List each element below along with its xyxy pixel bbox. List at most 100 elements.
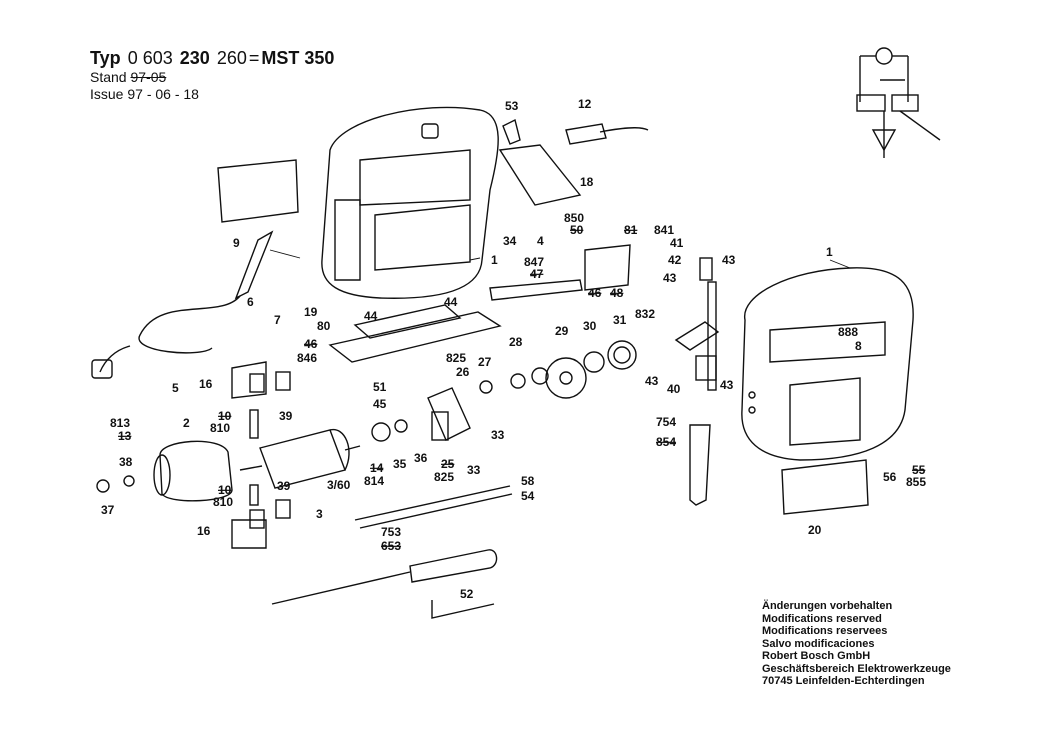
- label-50: 50: [570, 223, 584, 237]
- stand-label: Stand: [90, 69, 127, 85]
- label-39-b: 39: [277, 479, 291, 493]
- guide-roller: [584, 244, 631, 291]
- division-name: Geschäftsbereich Elektrowerkzeuge: [762, 662, 951, 675]
- notice-line: Modifications reserved: [762, 612, 882, 625]
- label-888: 888: [838, 325, 858, 339]
- label-832: 832: [635, 307, 655, 321]
- label-653: 653: [381, 539, 401, 553]
- label-16-b: 16: [197, 524, 211, 538]
- label-55: 55: [912, 463, 926, 477]
- label-81: 81: [624, 223, 638, 237]
- label-850: 850: [564, 211, 584, 225]
- type-title: Typ 0 603 230 260=MST 350: [90, 48, 336, 69]
- label-854: 854: [656, 435, 676, 449]
- housing-half-right: [741, 267, 914, 461]
- label-plate-9: [217, 159, 299, 223]
- label-53: 53: [505, 99, 519, 113]
- label-1-right: 1: [826, 245, 833, 259]
- label-36: 36: [414, 451, 428, 465]
- rod-58: [354, 485, 511, 521]
- label-37: 37: [101, 503, 115, 517]
- issue-line: Issue 97 - 06 - 18: [90, 86, 336, 103]
- label-9: 9: [233, 236, 240, 250]
- part-suffix: 260: [216, 48, 247, 68]
- stator-field: [96, 440, 233, 502]
- armature-rotor: [239, 419, 408, 489]
- label-52: 52: [460, 587, 474, 601]
- label-847: 847: [524, 255, 544, 269]
- label-825-b: 825: [434, 470, 454, 484]
- label-5: 5: [172, 381, 179, 395]
- housing-half-left: [321, 106, 499, 299]
- label-855: 855: [906, 475, 926, 489]
- screwdriver-tool: [271, 549, 498, 605]
- label-810-a: 810: [210, 421, 230, 435]
- label-43-d: 43: [720, 378, 734, 392]
- stand-value: 97-05: [130, 69, 167, 85]
- label-80: 80: [317, 319, 331, 333]
- base-shoe: [328, 279, 583, 363]
- label-41: 41: [670, 236, 684, 250]
- issue-label: Issue: [90, 86, 124, 102]
- label-43-b: 43: [722, 253, 736, 267]
- part-prefix: 0 603: [127, 48, 173, 68]
- part-labels: 53 12 18 9 34 4 850 50 81 841 41 42 43 4…: [101, 97, 926, 601]
- label-30: 30: [583, 319, 597, 333]
- leader-lines: [269, 249, 851, 269]
- label-33-a: 33: [491, 428, 505, 442]
- publisher-notice: Änderungen vorbehalten Modifications res…: [762, 600, 951, 688]
- saw-blade: [689, 424, 711, 506]
- equals-sign: =: [248, 48, 260, 68]
- hex-key-tool: [431, 600, 495, 619]
- label-825-a: 825: [446, 351, 466, 365]
- bearing-bracket: [427, 387, 471, 441]
- label-46-left: 46: [304, 337, 318, 351]
- label-813: 813: [110, 416, 130, 430]
- label-42: 42: [668, 253, 682, 267]
- label-44-b: 44: [444, 295, 458, 309]
- label-7: 7: [274, 313, 281, 327]
- cable-clamp-12: [565, 123, 607, 145]
- label-46-right: 46: [588, 286, 602, 300]
- lever-53: [502, 118, 521, 145]
- label-plate-20: [781, 459, 869, 515]
- label-35: 35: [393, 457, 407, 471]
- switch-4: [498, 144, 582, 206]
- label-39-a: 39: [279, 409, 293, 423]
- label-43-a: 43: [663, 271, 677, 285]
- power-cable: [91, 230, 274, 379]
- label-29: 29: [555, 324, 569, 338]
- label-40: 40: [667, 382, 681, 396]
- label-43-c: 43: [645, 374, 659, 388]
- notice-line: Änderungen vorbehalten: [762, 600, 893, 612]
- label-3-60: 3/60: [327, 478, 351, 492]
- label-846: 846: [297, 351, 317, 365]
- label-754: 754: [656, 415, 676, 429]
- label-4: 4: [537, 234, 544, 248]
- model-name: MST 350: [261, 48, 335, 68]
- gear-assembly: [479, 340, 637, 399]
- label-54: 54: [521, 489, 535, 503]
- label-58: 58: [521, 474, 535, 488]
- label-31: 31: [613, 313, 627, 327]
- label-56: 56: [883, 470, 897, 484]
- label-6: 6: [247, 295, 254, 309]
- label-16-a: 16: [199, 377, 213, 391]
- label-33-b: 33: [467, 463, 481, 477]
- plunger-rod: [674, 257, 720, 391]
- document-header: Typ 0 603 230 260=MST 350 Stand 97-05 Is…: [90, 48, 336, 103]
- label-18: 18: [580, 175, 594, 189]
- label-51: 51: [373, 380, 387, 394]
- notice-line: Modifications reservees: [762, 625, 888, 637]
- label-8: 8: [855, 339, 862, 353]
- label-27: 27: [478, 355, 492, 369]
- company-address: 70745 Leinfelden-Echterdingen: [762, 675, 925, 687]
- brush-holders: [231, 361, 291, 549]
- label-12: 12: [578, 97, 592, 111]
- label-2: 2: [183, 416, 190, 430]
- notice-line: Salvo modificaciones: [762, 637, 875, 650]
- part-mid: 230: [179, 48, 210, 68]
- label-48: 48: [610, 286, 624, 300]
- wiring-schematic: [856, 47, 941, 158]
